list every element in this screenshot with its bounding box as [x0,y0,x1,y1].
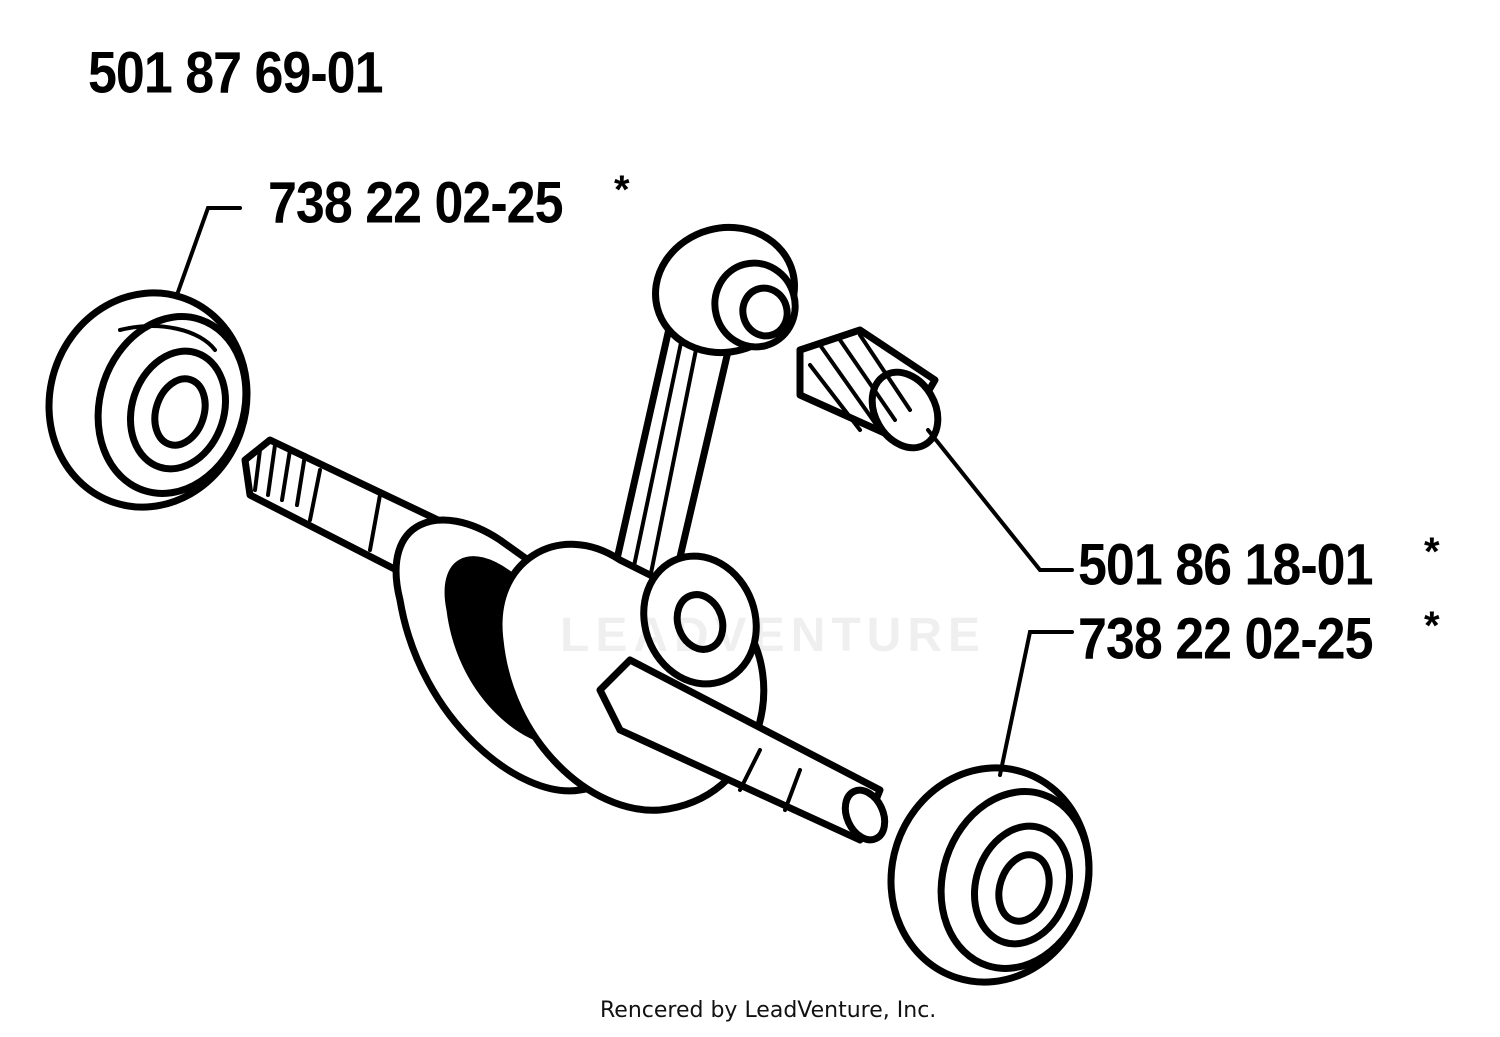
callout-part-number: 501 86 18-01 [1078,533,1373,599]
footer-credit: Rencered by LeadVenture, Inc. [600,998,937,1023]
assembly-part-number: 501 87 69-01 [88,41,383,107]
crankshaft-right-shaft [596,656,889,844]
bearing-top-left [45,289,251,511]
leader-line-needle-bearing [926,428,1074,572]
needle-bearing [796,326,942,452]
callout-part-number: 738 22 02-25 [268,171,563,237]
connecting-rod [606,223,799,604]
callout-marker: * [614,168,630,212]
leader-line-bearing-top [176,206,242,294]
callout-part-number: 738 22 02-25 [1078,607,1373,673]
crankshaft-webs [392,516,768,814]
leader-line-bearing-bottom [998,630,1074,777]
callout-marker: * [1424,604,1440,648]
callout-marker: * [1424,530,1440,574]
watermark: LEADVENTURE [560,609,987,662]
bearing-bottom-right [887,764,1093,986]
